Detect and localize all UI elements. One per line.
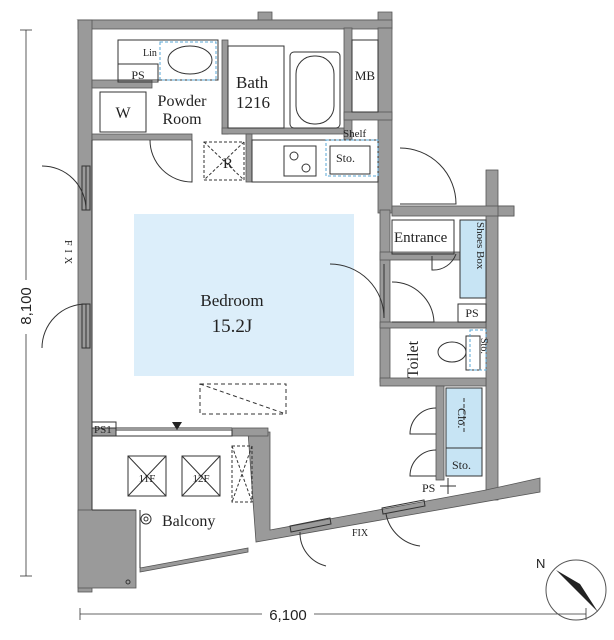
unit-12f-label: 12F bbox=[192, 473, 209, 485]
walls bbox=[76, 11, 541, 593]
closet-label: Clo. bbox=[455, 408, 469, 428]
compass-icon bbox=[545, 559, 607, 621]
bedroom-size: 15.2J bbox=[212, 316, 253, 337]
width-dimension: 6,100 bbox=[269, 607, 307, 624]
storage-fills bbox=[159, 41, 487, 477]
refrigerator-label: R bbox=[223, 156, 233, 172]
closet-storage-label: Sto. bbox=[452, 458, 471, 472]
bedroom-highlight bbox=[134, 214, 354, 376]
balcony-label: Balcony bbox=[162, 513, 215, 530]
direction-marker-icon bbox=[172, 422, 182, 430]
bath-label: Bath bbox=[236, 73, 269, 92]
ps-bottom-label: PS bbox=[422, 481, 435, 495]
kitchen-storage-label: Sto. bbox=[336, 151, 355, 165]
fix-bottom-label: FIX bbox=[352, 528, 369, 539]
entrance-label: Entrance bbox=[394, 230, 448, 246]
mb-label: MB bbox=[355, 68, 376, 83]
linen-label: Lin bbox=[143, 48, 157, 59]
unit-11f-label: 11F bbox=[139, 473, 156, 485]
bath-size: 1216 bbox=[236, 93, 270, 112]
washer-label: W bbox=[115, 105, 131, 122]
ps1-label: PS1 bbox=[94, 424, 112, 436]
shelf-label: Shelf bbox=[343, 128, 367, 140]
ps-top-label: PS bbox=[131, 68, 144, 82]
toilet-storage-label: Sto. bbox=[478, 338, 489, 354]
fix-left-label: FIX bbox=[62, 240, 73, 268]
ps-entrance-label: PS bbox=[465, 306, 478, 320]
height-dimension: 8,100 bbox=[18, 287, 35, 325]
bedroom-label: Bedroom bbox=[200, 291, 263, 310]
interior-lines bbox=[41, 39, 487, 585]
powder-room-label-1: Powder bbox=[158, 93, 208, 110]
toilet-label: Toilet bbox=[405, 340, 422, 378]
compass-north-label: N bbox=[536, 556, 545, 571]
powder-room-label-2: Room bbox=[162, 111, 202, 128]
shoes-box-label: Shoes Box bbox=[474, 222, 486, 270]
